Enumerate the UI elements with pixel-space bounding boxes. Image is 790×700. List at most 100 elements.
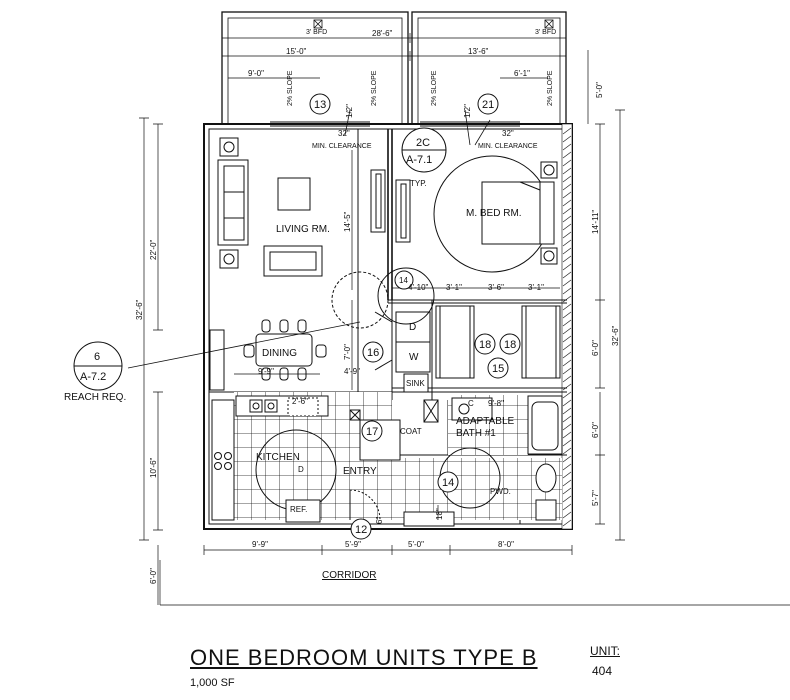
corridor-label: CORRIDOR [322, 570, 376, 581]
hatch-line [562, 503, 572, 511]
clearance-32-right: 32" [502, 129, 514, 138]
unit-label: UNIT: [590, 644, 620, 658]
hatch-line [562, 519, 572, 527]
slope-note: 2% SLOPE [431, 70, 438, 106]
hatch-line [562, 151, 572, 159]
callout-bubble [309, 93, 521, 540]
hatch-line [562, 463, 572, 471]
dim-mid-4: 4'-9" [344, 367, 360, 376]
hatch-line [562, 327, 572, 335]
dim-2-6: 2'-6" [292, 397, 308, 406]
hatch-line [562, 247, 572, 255]
refrigerator [285, 499, 321, 523]
bifold-note-right: 3' BFD [535, 29, 556, 36]
leader-line [127, 109, 491, 369]
dim-balcony-left: 9'-0" [248, 69, 264, 78]
clearance-mark-c: C [468, 399, 474, 408]
clearance-32-left: 32" [338, 129, 350, 138]
slope-note: 2% SLOPE [287, 70, 294, 106]
slope-note: 2% SLOPE [371, 70, 378, 106]
hatch-line [562, 175, 572, 183]
detail-6-number: 6 [94, 351, 100, 363]
callout-18a: 18 [479, 339, 491, 351]
dim-18: 18" [435, 508, 444, 520]
dim-top-right: 13'-6" [468, 47, 489, 56]
hatch-line [562, 311, 572, 319]
washer-label: W [409, 352, 419, 363]
hatch-line [562, 191, 572, 199]
coffee-table [277, 177, 311, 211]
callout-14-entry: 14 [442, 477, 454, 489]
hatch-line [562, 223, 572, 231]
hatch-line [562, 511, 572, 519]
closet [435, 305, 561, 379]
lavatory [451, 397, 493, 421]
bathtub [527, 395, 563, 455]
callout-18b: 18 [504, 339, 516, 351]
hatch-line [562, 143, 572, 151]
detail-6-note: REACH REQ. [64, 392, 126, 403]
dim-mid-7: 7'-0" [343, 344, 352, 360]
hatch-line [562, 391, 572, 399]
dim-left-6: 6'-0" [149, 568, 158, 584]
dim-9-8: 9'-8" [488, 399, 504, 408]
room-label-dining: DINING [262, 348, 297, 359]
drain-icon [313, 19, 554, 29]
detail-6-sheet: A-7.2 [80, 371, 106, 383]
hatch-line [562, 215, 572, 223]
dryer-label: D [409, 322, 416, 333]
callout-13: 13 [314, 99, 326, 111]
callout-14-bedroom: 14 [399, 276, 408, 285]
hatch-line [562, 415, 572, 423]
window [270, 121, 520, 127]
room-label-living: LIVING RM. [276, 224, 330, 235]
tv-cabinet [370, 169, 386, 233]
dim-left-22: 22'-0" [149, 239, 158, 260]
dim-right-32: 32'-6" [611, 325, 620, 346]
hatch-line [562, 159, 572, 167]
unit-number: 404 [592, 664, 613, 678]
wall-hatch-lines [562, 127, 572, 527]
hatch-line [562, 407, 572, 415]
room-label-entry: ENTRY [343, 466, 377, 477]
door-swing-icon [331, 271, 389, 329]
hatch-line [562, 495, 572, 503]
hatch-line [562, 135, 572, 143]
room-label-kitchen: KITCHEN [256, 452, 300, 463]
hatch-line [562, 279, 572, 287]
tile-floor-entry [392, 458, 562, 520]
sofa [217, 137, 249, 269]
dim-bottom-8-0: 8'-0" [498, 540, 514, 549]
hatch-line [562, 471, 572, 479]
callout-21: 21 [482, 99, 494, 111]
dim-top-left: 15'-0" [286, 47, 307, 56]
plan-title: ONE BEDROOM UNITS TYPE B [190, 645, 538, 670]
laundry-closet [374, 311, 431, 393]
wall-hatch [561, 123, 573, 530]
hatch-line [562, 167, 572, 175]
callout-15: 15 [492, 363, 504, 375]
hatch-line [562, 447, 572, 455]
detail-2c-note: TYP. [410, 179, 427, 188]
kitchen-counter [211, 395, 329, 521]
entry-door [349, 457, 455, 527]
sink-label: SINK [406, 379, 425, 388]
callout-12: 12 [355, 524, 367, 536]
hatch-line [562, 295, 572, 303]
dim-left-32: 32'-6" [135, 299, 144, 320]
hatch-line [562, 335, 572, 343]
hatch-line [562, 423, 572, 431]
hatch-line [562, 351, 572, 359]
hatch-line [562, 183, 572, 191]
room-label-bath-number: BATH #1 [456, 428, 496, 439]
hatch-line [562, 399, 572, 407]
range-icon [214, 452, 232, 470]
dim-mid-14: 14'-5" [343, 211, 352, 232]
detail-2c-number: 2C [416, 137, 430, 149]
dresser [395, 179, 411, 243]
clearance-mark-d: D [298, 465, 304, 474]
dim-bottom-5-0: 5'-0" [408, 540, 424, 549]
hatch-line [562, 487, 572, 495]
clearance-note-left: MIN. CLEARANCE [312, 143, 372, 150]
